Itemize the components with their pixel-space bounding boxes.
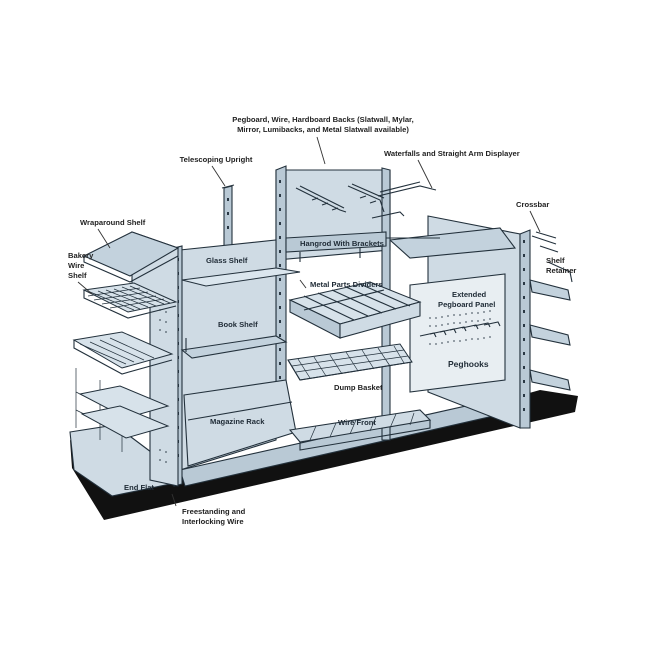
telescoping-upright bbox=[221, 184, 235, 251]
label-peghooks: Peghooks bbox=[448, 359, 489, 369]
label-shelf-retainer-line1: Shelf bbox=[546, 256, 565, 265]
leader-freestanding bbox=[171, 493, 177, 507]
label-bakery-line2: Wire bbox=[68, 261, 84, 270]
label-extended-pegboard-line2: Pegboard Panel bbox=[438, 300, 495, 309]
label-extended-pegboard-line1: Extended bbox=[452, 290, 487, 299]
leader-bakery bbox=[77, 281, 93, 295]
label-freestanding-line1: Freestanding and bbox=[182, 507, 246, 516]
leader-crossbar bbox=[529, 210, 541, 233]
label-book-shelf: Book Shelf bbox=[218, 320, 258, 329]
label-shelf-retainer-line2: Retainer bbox=[546, 266, 576, 275]
end-cap-shelving bbox=[72, 231, 180, 487]
label-hangrod: Hangrod With Brackets bbox=[300, 239, 384, 248]
label-freestanding-line2: Interlocking Wire bbox=[182, 517, 244, 526]
waterfall-displayers bbox=[295, 181, 437, 219]
wraparound-shelf bbox=[82, 231, 180, 277]
extended-pegboard-panel bbox=[409, 273, 506, 393]
bakery-wire-shelf bbox=[82, 282, 178, 319]
label-backs-line1: Pegboard, Wire, Hardboard Backs (Slatwal… bbox=[232, 115, 413, 124]
label-wraparound-shelf: Wraparound Shelf bbox=[80, 218, 146, 227]
crossbar bbox=[531, 231, 557, 245]
label-dump-basket: Dump Basket bbox=[334, 383, 383, 392]
label-backs-line2: Mirror, Lumibacks, and Metal Slatwall av… bbox=[237, 125, 409, 134]
label-bakery-line1: Bakery bbox=[68, 251, 94, 260]
label-wire-front: Wire Front bbox=[338, 418, 376, 427]
leader-wraparound bbox=[97, 228, 111, 249]
right-upright bbox=[519, 229, 531, 429]
metal-parts-dividers bbox=[288, 281, 422, 339]
leader-dividers bbox=[299, 279, 307, 289]
label-crossbar: Crossbar bbox=[516, 200, 549, 209]
wire-front bbox=[288, 409, 432, 451]
leader-backs bbox=[316, 136, 326, 165]
label-end-flat: End Flat bbox=[124, 483, 154, 492]
label-waterfalls: Waterfalls and Straight Arm Displayer bbox=[384, 149, 520, 158]
wire-display-shelves bbox=[72, 331, 174, 452]
callouts: Pegboard, Wire, Hardboard Backs (Slatwal… bbox=[68, 115, 576, 526]
label-glass-shelf: Glass Shelf bbox=[206, 256, 248, 265]
label-telescoping-upright: Telescoping Upright bbox=[180, 155, 253, 164]
peghooks-group bbox=[419, 321, 501, 338]
leader-waterfalls bbox=[417, 159, 433, 189]
label-metal-parts-dividers: Metal Parts Dividers bbox=[310, 280, 383, 289]
dump-basket bbox=[287, 343, 413, 381]
label-bakery-line3: Shelf bbox=[68, 271, 87, 280]
label-magazine-rack: Magazine Rack bbox=[210, 417, 265, 426]
leader-telescoping bbox=[211, 165, 226, 187]
